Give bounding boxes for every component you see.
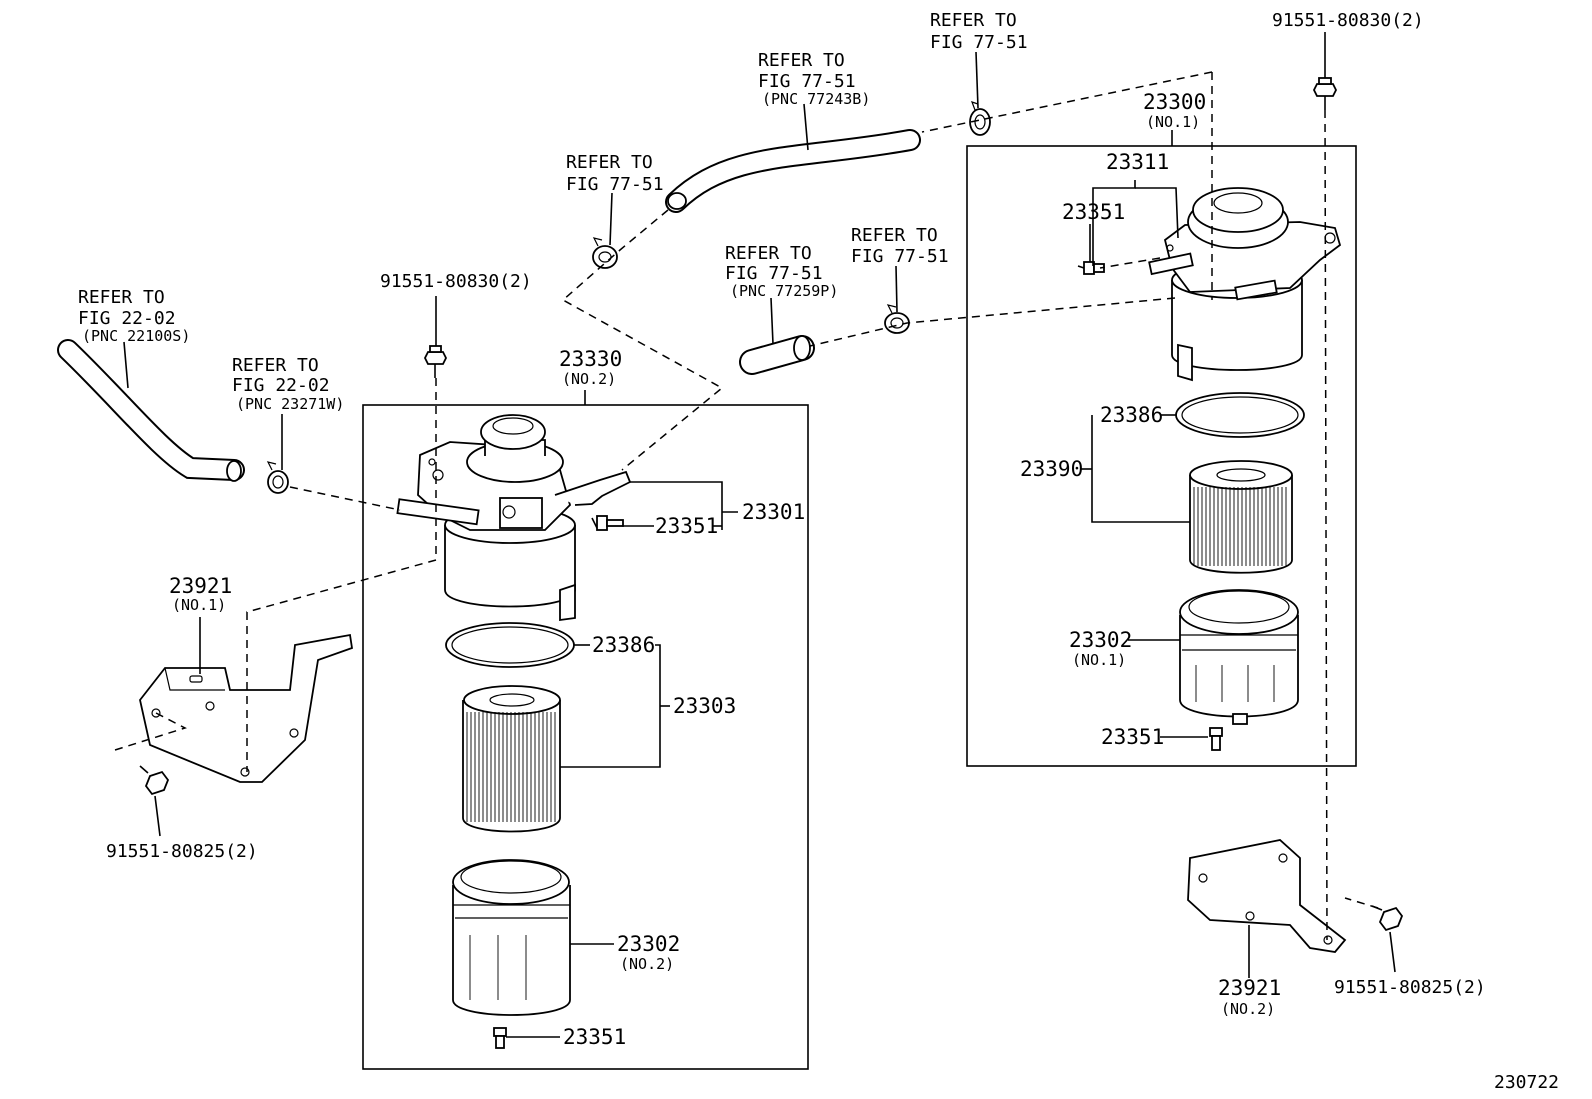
bowl-left bbox=[452, 859, 571, 1016]
leader-lines bbox=[123, 32, 1396, 1038]
refer-left-clamp-line2: FIG 77-51 bbox=[566, 174, 664, 195]
element-set-left-label: 23303 bbox=[673, 694, 736, 718]
refer-left-clamp-line1: REFER TO bbox=[566, 152, 653, 173]
refer-fig-77-51-top-line2: FIG 77-51 bbox=[930, 32, 1028, 53]
refer-23271w-line1: REFER TO bbox=[232, 355, 319, 376]
assy-no1-sub: (NO.1) bbox=[1146, 113, 1200, 131]
bolt-bottom-right-icon bbox=[1371, 905, 1404, 932]
refer-mid-clamp-line2: FIG 77-51 bbox=[851, 246, 949, 267]
refer-22100s-line3: (PNC 22100S) bbox=[82, 327, 190, 345]
refer-77259p-line2: FIG 77-51 bbox=[725, 263, 823, 284]
bracket-right-sub: (NO.2) bbox=[1221, 1000, 1275, 1018]
bowl-right bbox=[1179, 589, 1299, 725]
hose-77243b bbox=[665, 129, 921, 213]
hose-22100s bbox=[57, 339, 245, 482]
dashed-connections bbox=[114, 71, 1379, 941]
labels: REFER TO FIG 77-51 REFER TO FIG 77-51 (P… bbox=[78, 10, 1559, 1093]
assembly-no1-box bbox=[966, 145, 1357, 767]
oring-right bbox=[1175, 392, 1305, 438]
element-set-right-label: 23390 bbox=[1020, 457, 1083, 481]
refer-77243b-line2: FIG 77-51 bbox=[758, 71, 856, 92]
bracket-no2 bbox=[1187, 839, 1347, 953]
oring-right-label: 23386 bbox=[1100, 403, 1163, 427]
bolt-bottom-right-label: 91551-80825(2) bbox=[1334, 977, 1486, 998]
assy-no2-sub: (NO.2) bbox=[562, 370, 616, 388]
bowl-right-sub: (NO.1) bbox=[1072, 651, 1126, 669]
drain-plug-left-icon bbox=[493, 1027, 507, 1049]
element-left bbox=[462, 685, 561, 833]
plug-left-bottom-label: 23351 bbox=[563, 1025, 626, 1049]
assy-no1-number: 23300 bbox=[1143, 90, 1206, 114]
plug-right-bottom-label: 23351 bbox=[1101, 725, 1164, 749]
refer-77243b-line3: (PNC 77243B) bbox=[762, 90, 870, 108]
bracket-left-number: 23921 bbox=[169, 574, 232, 598]
refer-fig-77-51-top-line1: REFER TO bbox=[930, 10, 1017, 31]
bowl-right-number: 23302 bbox=[1069, 628, 1132, 652]
bolt-top-left-icon bbox=[423, 345, 448, 378]
figure-code: 230722 bbox=[1494, 1072, 1559, 1093]
head-right-label: 23311 bbox=[1106, 150, 1169, 174]
element-right bbox=[1189, 460, 1293, 574]
bolt-bottom-left-icon bbox=[139, 765, 170, 796]
bowl-left-number: 23302 bbox=[617, 932, 680, 956]
plug-left-head-label: 23351 bbox=[655, 514, 718, 538]
oring-left bbox=[445, 622, 575, 668]
clamp-22-02-icon bbox=[266, 461, 289, 494]
refer-77259p-line1: REFER TO bbox=[725, 243, 812, 264]
refer-mid-clamp-line1: REFER TO bbox=[851, 225, 938, 246]
assy-no2-number: 23330 bbox=[559, 347, 622, 371]
refer-23271w-line2: FIG 22-02 bbox=[232, 375, 330, 396]
plug-head-left-icon bbox=[591, 515, 624, 531]
bracket-no1 bbox=[139, 633, 354, 783]
bowl-left-sub: (NO.2) bbox=[620, 955, 674, 973]
bolt-top-right-icon bbox=[1312, 77, 1338, 110]
hose-77259p bbox=[739, 335, 815, 375]
clamp-left-icon bbox=[592, 237, 618, 269]
bolt-top-left-label: 91551-80830(2) bbox=[380, 271, 532, 292]
oring-left-label: 23386 bbox=[592, 633, 655, 657]
plug-right-head-label: 23351 bbox=[1062, 200, 1125, 224]
bracket-right-number: 23921 bbox=[1218, 976, 1281, 1000]
refer-22100s-line1: REFER TO bbox=[78, 287, 165, 308]
filter-head-23311 bbox=[1148, 187, 1342, 382]
head-left-label: 23301 bbox=[742, 500, 805, 524]
bracket-left-sub: (NO.1) bbox=[172, 596, 226, 614]
refer-23271w-line3: (PNC 23271W) bbox=[236, 395, 344, 413]
filter-head-23301 bbox=[396, 414, 632, 622]
refer-22100s-line2: FIG 22-02 bbox=[78, 308, 176, 329]
refer-77259p-line3: (PNC 77259P) bbox=[730, 282, 838, 300]
bolt-top-right-label: 91551-80830(2) bbox=[1272, 10, 1424, 31]
clamp-top-icon bbox=[969, 101, 991, 136]
refer-77243b-line1: REFER TO bbox=[758, 50, 845, 71]
drain-plug-right-icon bbox=[1209, 727, 1223, 751]
bolt-bottom-left-label: 91551-80825(2) bbox=[106, 841, 258, 862]
